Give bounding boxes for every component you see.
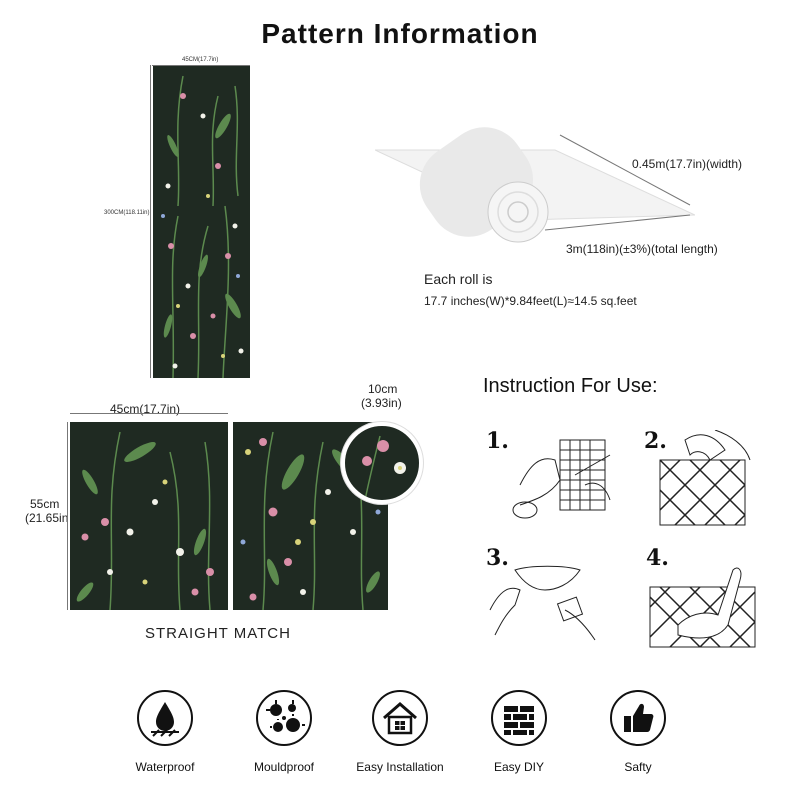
feature-mouldproof: Mouldproof	[229, 690, 339, 780]
match-sample-left	[70, 422, 228, 610]
feature-label: Mouldproof	[253, 760, 315, 774]
match-height-line	[67, 422, 68, 610]
floral-pattern	[161, 75, 244, 378]
water-drop-icon	[137, 690, 193, 746]
wallpaper-panel	[153, 66, 250, 378]
each-roll-detail: 17.7 inches(W)*9.84feet(L)≈14.5 sq.feet	[424, 294, 637, 308]
panel-width-label: 45CM(17.7in)	[182, 57, 219, 63]
feature-easy-diy: Easy DIY	[464, 690, 574, 780]
brick-wall-icon	[491, 690, 547, 746]
match-height-label-1: 55cm	[30, 497, 60, 511]
step-2-number: 2.	[644, 428, 667, 454]
panel-height-label: 300CM(118.11in)	[104, 210, 150, 216]
roll-length-label: 3m(118in)(±3%)(total length)	[566, 242, 718, 256]
step-2-illustration	[655, 429, 755, 535]
step-1-number: 1.	[486, 428, 509, 454]
page-title: Pattern Information	[261, 18, 539, 49]
thumbs-up-icon	[610, 690, 666, 746]
roll-illustration	[374, 120, 696, 265]
panel-width-line	[152, 65, 250, 66]
match-width-label: 45cm(17.7in)	[110, 402, 181, 416]
panel-height-line	[150, 65, 151, 378]
feature-easy-installation: Easy Installation	[345, 690, 455, 780]
house-icon	[372, 690, 428, 746]
feature-safty: Safty	[583, 690, 693, 780]
feature-waterproof: Waterproof	[110, 690, 220, 780]
step-1-illustration	[510, 425, 620, 525]
feature-label: Safty	[624, 760, 652, 774]
mould-spores-icon	[256, 690, 312, 746]
feature-label: Waterproof	[135, 760, 195, 774]
instructions-title: Instruction For Use:	[483, 375, 658, 397]
repeat-magnifier	[341, 422, 423, 504]
step-3-illustration	[485, 560, 600, 655]
feature-label: Easy Installation	[356, 760, 444, 774]
step-4-number: 4.	[646, 545, 669, 571]
match-height-label-2: (21.65in	[25, 511, 67, 525]
roll-width-label: 0.45m(17.7in)(width)	[632, 157, 743, 171]
match-width-line	[70, 413, 228, 414]
step-4-illustration	[648, 565, 760, 655]
repeat-label-1: 10cm	[368, 382, 398, 396]
repeat-label-2: (3.93in)	[361, 396, 402, 410]
step-3-number: 3.	[486, 545, 509, 571]
each-roll-heading: Each roll is	[424, 271, 493, 287]
straight-match-caption: STRAIGHT MATCH	[145, 625, 291, 642]
feature-label: Easy DIY	[493, 760, 544, 774]
